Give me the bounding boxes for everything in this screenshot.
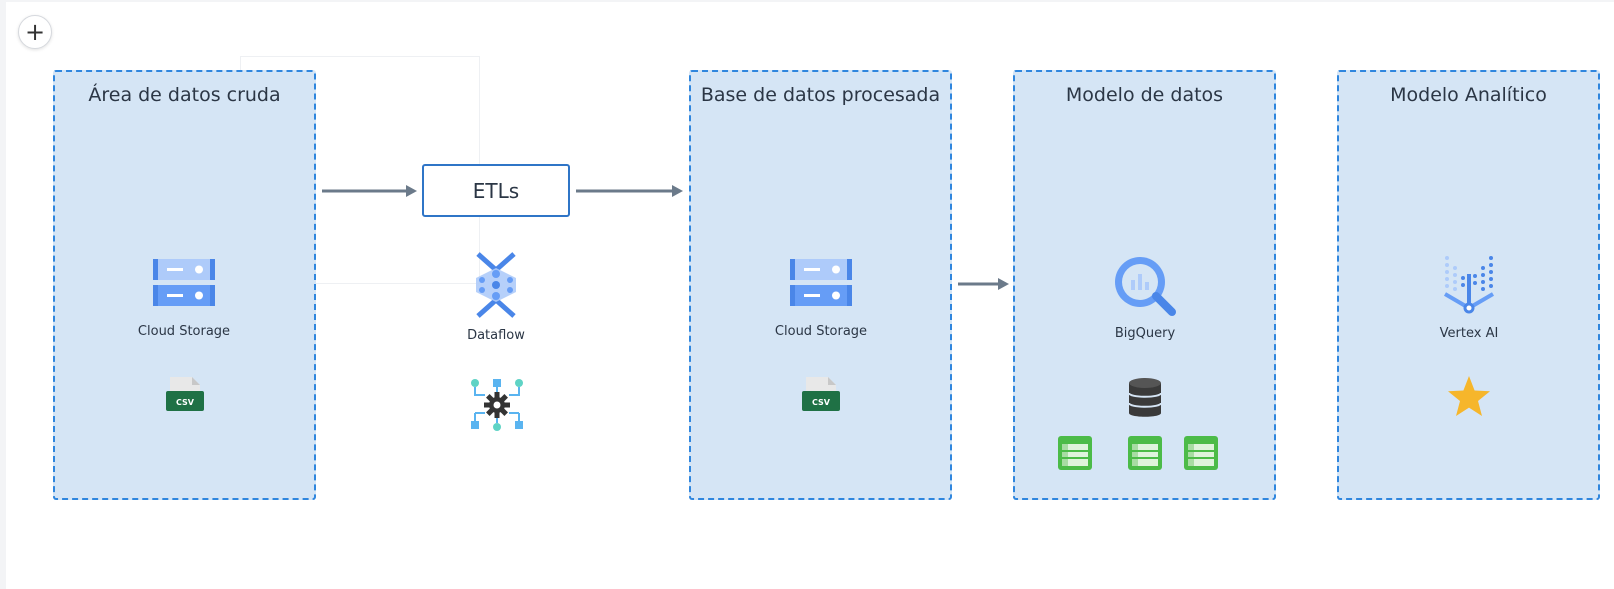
arrow-raw-to-etl (322, 185, 417, 197)
table-sheet-icon (1058, 436, 1092, 470)
service-label: BigQuery (1114, 326, 1176, 341)
add-button[interactable]: + (18, 15, 52, 49)
table-sheet-icon (1128, 436, 1162, 470)
etl-node[interactable]: ETLs (422, 164, 570, 217)
csv-badge-text: CSV (176, 398, 195, 407)
database-icon (1128, 378, 1162, 417)
zone-title: Modelo Analítico (1390, 84, 1547, 106)
zone-title: Modelo de datos (1065, 84, 1224, 106)
arrow-etl-to-processed (576, 185, 683, 197)
cloud-storage-icon (153, 259, 215, 306)
service-label: Dataflow (467, 328, 525, 343)
csv-file-icon: CSV (802, 377, 840, 411)
service-label: Cloud Storage (774, 324, 868, 339)
bigquery-icon (1115, 257, 1176, 316)
csv-badge-text: CSV (812, 398, 831, 407)
star-icon (1448, 376, 1490, 416)
automation-gear-icon (471, 379, 523, 431)
etl-label: ETLs (472, 178, 520, 203)
csv-file-icon: CSV (166, 377, 204, 411)
service-label: Vertex AI (1439, 326, 1499, 341)
cloud-storage-icon (790, 259, 852, 306)
service-label: Cloud Storage (137, 324, 231, 339)
table-sheet-icon (1184, 436, 1218, 470)
zone-title: Área de datos cruda (88, 84, 281, 106)
dataflow-icon (476, 252, 516, 318)
zone-title: Base de datos procesada (700, 84, 941, 106)
arrow-processed-to-model (958, 278, 1009, 290)
plus-icon: + (24, 18, 46, 46)
vertex-ai-icon (1443, 256, 1495, 314)
